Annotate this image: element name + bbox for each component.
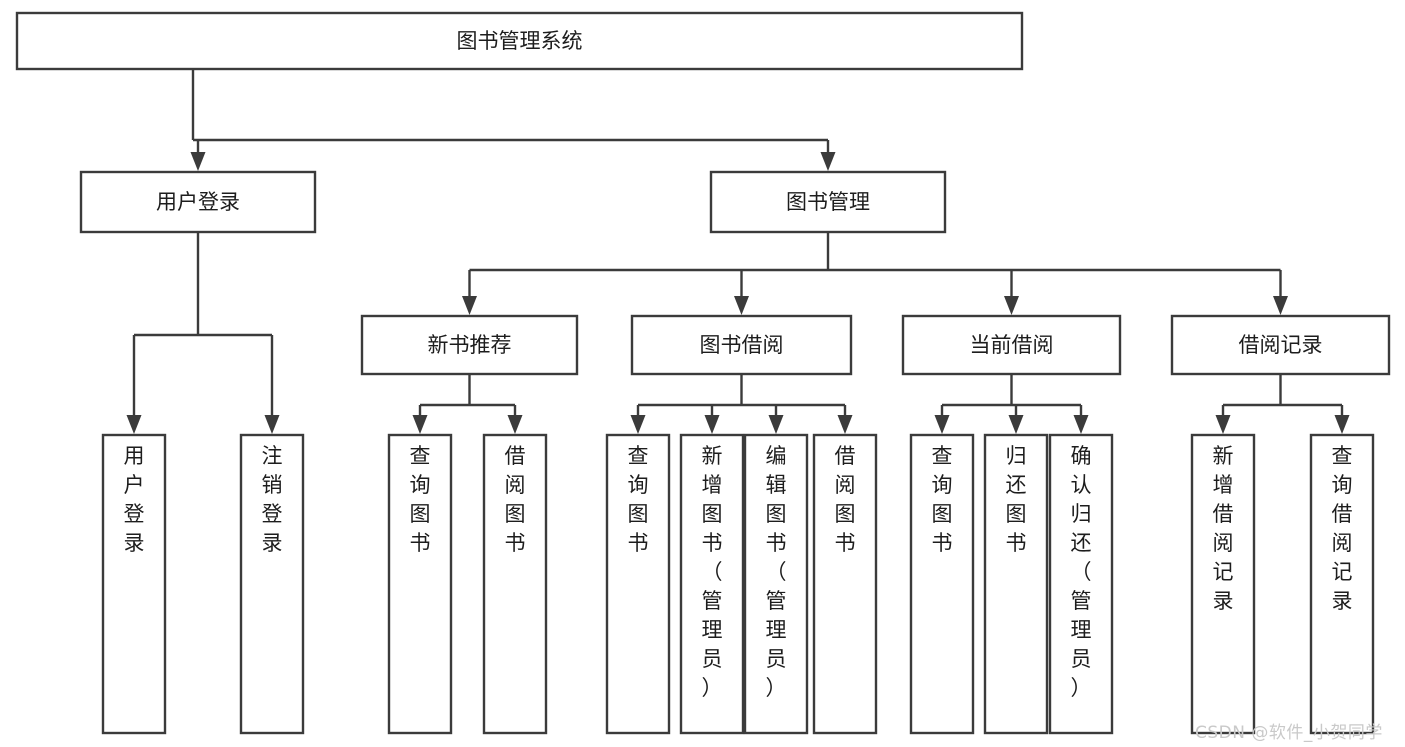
node-label-leaf-query-book-current: 查询图书 (932, 444, 953, 555)
node-leaf-query-borrow-record[interactable]: 查询借阅记录 (1309, 433, 1375, 735)
node-box-leaf-borrow-book (812, 433, 878, 735)
node-label-leaf-query-borrow-record: 查询借阅记录 (1332, 444, 1353, 613)
node-leaf-user-login[interactable]: 用户登录 (101, 433, 167, 735)
edges-from-root (190, 69, 836, 171)
node-new-book-recommend[interactable]: 新书推荐 (360, 314, 579, 376)
node-label-leaf-confirm-return: 确认归还（管理员） (1071, 444, 1092, 700)
node-box-leaf-return-book (983, 433, 1049, 735)
node-box-book-manage (709, 170, 947, 234)
connector-arrow-icon (1008, 415, 1024, 434)
node-label-borrow-record: 借阅记录 (1239, 333, 1323, 357)
node-label-book-borrow: 图书借阅 (700, 333, 784, 357)
edges-from-user-login (126, 232, 280, 434)
node-box-leaf-query-book-borrow (605, 433, 671, 735)
node-leaf-query-book-current[interactable]: 查询图书 (909, 433, 975, 735)
node-label-current-borrow: 当前借阅 (970, 333, 1054, 357)
connector-arrow-icon (126, 415, 142, 434)
node-leaf-query-book-recommend[interactable]: 查询图书 (387, 433, 453, 735)
connector-arrow-icon (1215, 415, 1231, 434)
node-leaf-user-logout[interactable]: 注销登录 (239, 433, 305, 735)
node-box-leaf-query-borrow-record (1309, 433, 1375, 735)
edges-from-book-manage (462, 232, 1288, 315)
node-leaf-query-book-borrow[interactable]: 查询图书 (605, 433, 671, 735)
node-leaf-return-book[interactable]: 归还图书 (983, 433, 1049, 735)
node-box-leaf-user-login (101, 433, 167, 735)
edges-from-current-borrow (934, 374, 1089, 434)
node-box-leaf-add-borrow-record (1190, 433, 1256, 735)
node-box-leaf-add-book (679, 433, 745, 735)
node-box-leaf-confirm-return (1048, 433, 1114, 735)
node-box-borrow-record (1170, 314, 1391, 376)
connector-arrow-icon (934, 415, 950, 434)
node-label-book-manage: 图书管理 (786, 190, 870, 214)
node-box-leaf-borrow-book-recommend (482, 433, 548, 735)
node-leaf-borrow-book-recommend[interactable]: 借阅图书 (482, 433, 548, 735)
node-box-leaf-query-book-recommend (387, 433, 453, 735)
node-box-leaf-edit-book (743, 433, 809, 735)
node-label-leaf-add-book: 新增图书（管理员） (702, 444, 723, 700)
node-label-leaf-query-book-borrow: 查询图书 (628, 444, 649, 555)
connector-arrow-icon (837, 415, 853, 434)
node-layer: 图书管理系统用户登录图书管理新书推荐图书借阅当前借阅借阅记录用户登录注销登录查询… (15, 11, 1391, 735)
node-box-new-book-recommend (360, 314, 579, 376)
connector-arrow-icon (1334, 415, 1350, 434)
connector-arrow-icon (1073, 415, 1089, 434)
node-book-borrow[interactable]: 图书借阅 (630, 314, 853, 376)
node-root[interactable]: 图书管理系统 (15, 11, 1024, 71)
node-user-login[interactable]: 用户登录 (79, 170, 317, 234)
node-leaf-borrow-book[interactable]: 借阅图书 (812, 433, 878, 735)
connector-arrow-icon (734, 296, 749, 315)
node-label-leaf-query-book-recommend: 查询图书 (410, 444, 431, 555)
connector-arrow-icon (704, 415, 720, 434)
connector-arrow-icon (1004, 296, 1019, 315)
connector-arrow-icon (630, 415, 646, 434)
node-box-user-login (79, 170, 317, 234)
node-box-root (15, 11, 1024, 71)
node-current-borrow[interactable]: 当前借阅 (901, 314, 1122, 376)
node-book-manage[interactable]: 图书管理 (709, 170, 947, 234)
connector-arrow-icon (820, 152, 836, 171)
edges-from-new-book-recommend (412, 374, 523, 434)
node-label-leaf-user-login: 用户登录 (124, 444, 145, 555)
node-label-new-book-recommend: 新书推荐 (428, 333, 512, 357)
connector-arrow-icon (507, 415, 523, 434)
connector-arrow-icon (462, 296, 477, 315)
connector-arrow-icon (412, 415, 428, 434)
node-label-leaf-user-logout: 注销登录 (262, 444, 283, 555)
connector-arrow-icon (190, 152, 206, 171)
node-box-current-borrow (901, 314, 1122, 376)
node-box-leaf-query-book-current (909, 433, 975, 735)
node-label-leaf-return-book: 归还图书 (1006, 444, 1027, 555)
connector-layer (126, 69, 1350, 434)
node-label-root: 图书管理系统 (457, 29, 583, 53)
node-label-leaf-add-borrow-record: 新增借阅记录 (1213, 444, 1234, 613)
edges-from-borrow-record (1215, 374, 1350, 434)
node-label-leaf-borrow-book: 借阅图书 (835, 444, 856, 555)
connector-arrow-icon (264, 415, 280, 434)
node-leaf-add-borrow-record[interactable]: 新增借阅记录 (1190, 433, 1256, 735)
node-label-user-login: 用户登录 (156, 190, 240, 214)
edges-from-book-borrow (630, 374, 853, 434)
node-leaf-edit-book[interactable]: 编辑图书（管理员） (743, 433, 809, 735)
node-leaf-add-book[interactable]: 新增图书（管理员） (679, 433, 745, 735)
node-borrow-record[interactable]: 借阅记录 (1170, 314, 1391, 376)
node-label-leaf-edit-book: 编辑图书（管理员） (766, 444, 787, 700)
node-label-leaf-borrow-book-recommend: 借阅图书 (505, 444, 526, 555)
node-box-leaf-user-logout (239, 433, 305, 735)
connector-arrow-icon (1273, 296, 1288, 315)
node-leaf-confirm-return[interactable]: 确认归还（管理员） (1048, 433, 1114, 735)
node-box-book-borrow (630, 314, 853, 376)
connector-arrow-icon (768, 415, 784, 434)
